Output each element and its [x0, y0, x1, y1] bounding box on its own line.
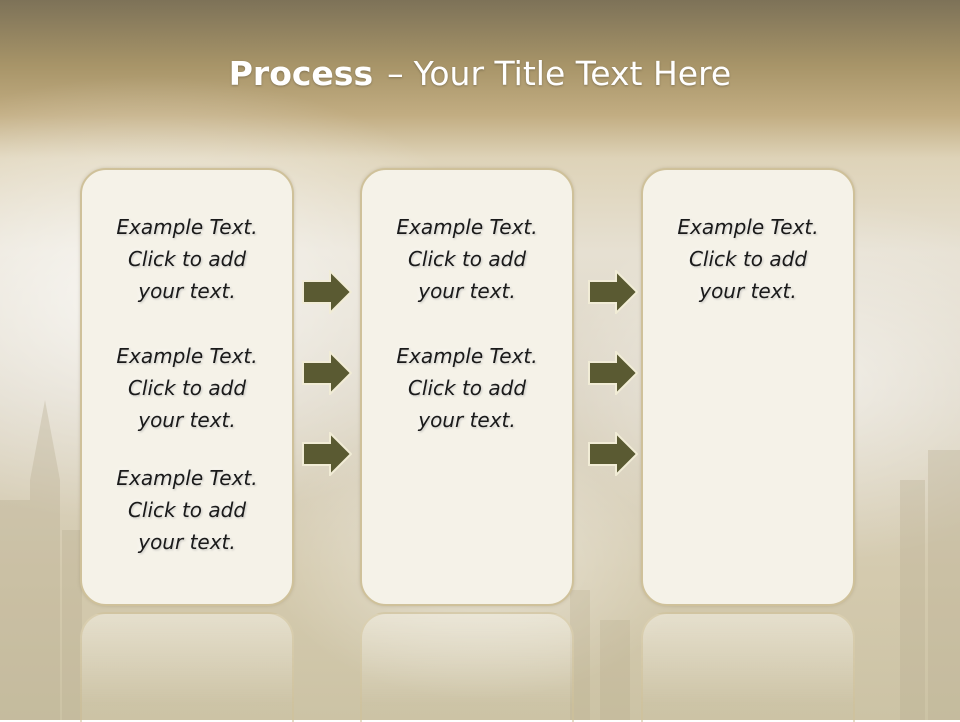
text-placeholder[interactable]: Example Text. Click to add your text.: [116, 344, 258, 432]
right-arrow-icon: [588, 270, 638, 314]
process-box-1[interactable]: [80, 168, 294, 606]
right-arrow-icon: [588, 351, 638, 395]
text-placeholder[interactable]: Example Text. Click to add your text.: [396, 215, 538, 303]
right-arrow-icon: [302, 270, 352, 314]
process-box-3[interactable]: [641, 168, 855, 606]
right-arrow-icon: [588, 432, 638, 476]
text-placeholder[interactable]: Example Text. Click to add your text.: [396, 344, 538, 432]
process-box-2[interactable]: [360, 168, 574, 606]
city-skyline-graphic: [0, 400, 960, 720]
text-placeholder[interactable]: Example Text. Click to add your text.: [677, 215, 819, 303]
text-placeholder[interactable]: Example Text. Click to add your text.: [116, 215, 258, 303]
box-reflection: [641, 612, 855, 722]
right-arrow-icon: [302, 351, 352, 395]
box-reflection: [360, 612, 574, 722]
title-separator: –: [387, 54, 404, 93]
title-bold-text: Process: [228, 54, 374, 93]
right-arrow-icon: [302, 432, 352, 476]
slide-title[interactable]: Process–Your Title Text Here: [0, 54, 960, 93]
text-placeholder[interactable]: Example Text. Click to add your text.: [116, 466, 258, 554]
box-reflection: [80, 612, 294, 722]
title-rest-text: Your Title Text Here: [413, 54, 732, 93]
